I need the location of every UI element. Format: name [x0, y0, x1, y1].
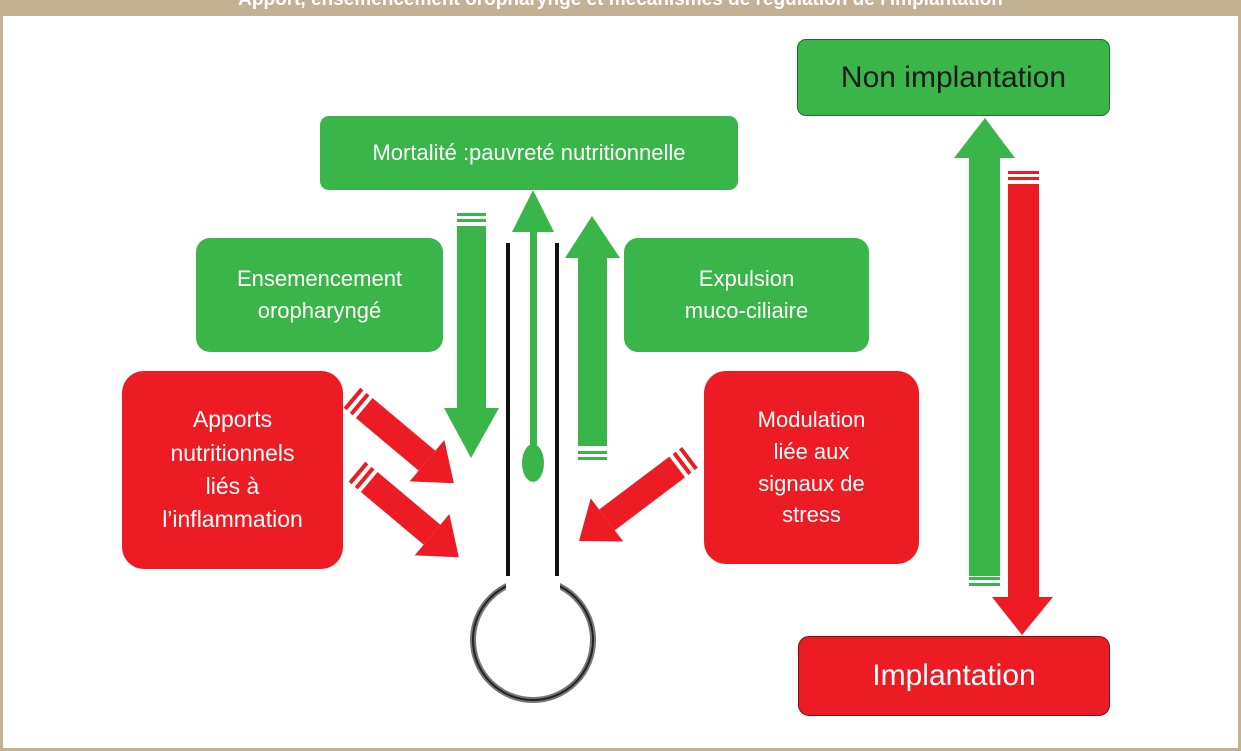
green-down-arrow	[444, 213, 499, 458]
caption-text: Apport, ensemencement oropharyngé et méc…	[0, 0, 1241, 11]
green-thin-up-arrow	[512, 190, 554, 482]
mortality-label: Mortalité :pauvreté nutritionnelle	[372, 140, 686, 165]
non-implantation-box: Non implantation	[797, 39, 1110, 116]
expulsion-label: Expulsion muco-ciliaire	[684, 266, 809, 323]
apports-label: Apports nutritionnels liés à l’inflammat…	[162, 406, 303, 533]
green-up-arrow	[565, 216, 620, 460]
non-implantation-label: Non implantation	[840, 60, 1067, 94]
mortality-box: Mortalité :pauvreté nutritionnelle	[320, 116, 738, 190]
flask-icon	[470, 243, 596, 703]
implantation-box: Implantation	[798, 636, 1110, 716]
caption-banner: Apport, ensemencement oropharyngé et méc…	[0, 0, 1241, 16]
green-long-up-arrow	[954, 118, 1015, 586]
modulation-label: Modulation liée aux signaux de stress	[757, 406, 866, 528]
ensemencement-label: Ensemencement oropharyngé	[236, 266, 403, 323]
red-arrow-left-lower	[348, 461, 459, 558]
red-arrow-right	[579, 446, 698, 542]
red-long-down-arrow	[992, 171, 1053, 635]
apports-box: Apports nutritionnels liés à l’inflammat…	[122, 371, 343, 569]
expulsion-box: Expulsion muco-ciliaire	[624, 238, 869, 352]
ensemencement-box: Ensemencement oropharyngé	[196, 238, 443, 352]
modulation-box: Modulation liée aux signaux de stress	[704, 371, 919, 564]
red-arrow-left-upper	[343, 387, 454, 484]
implantation-label: Implantation	[872, 659, 1036, 692]
